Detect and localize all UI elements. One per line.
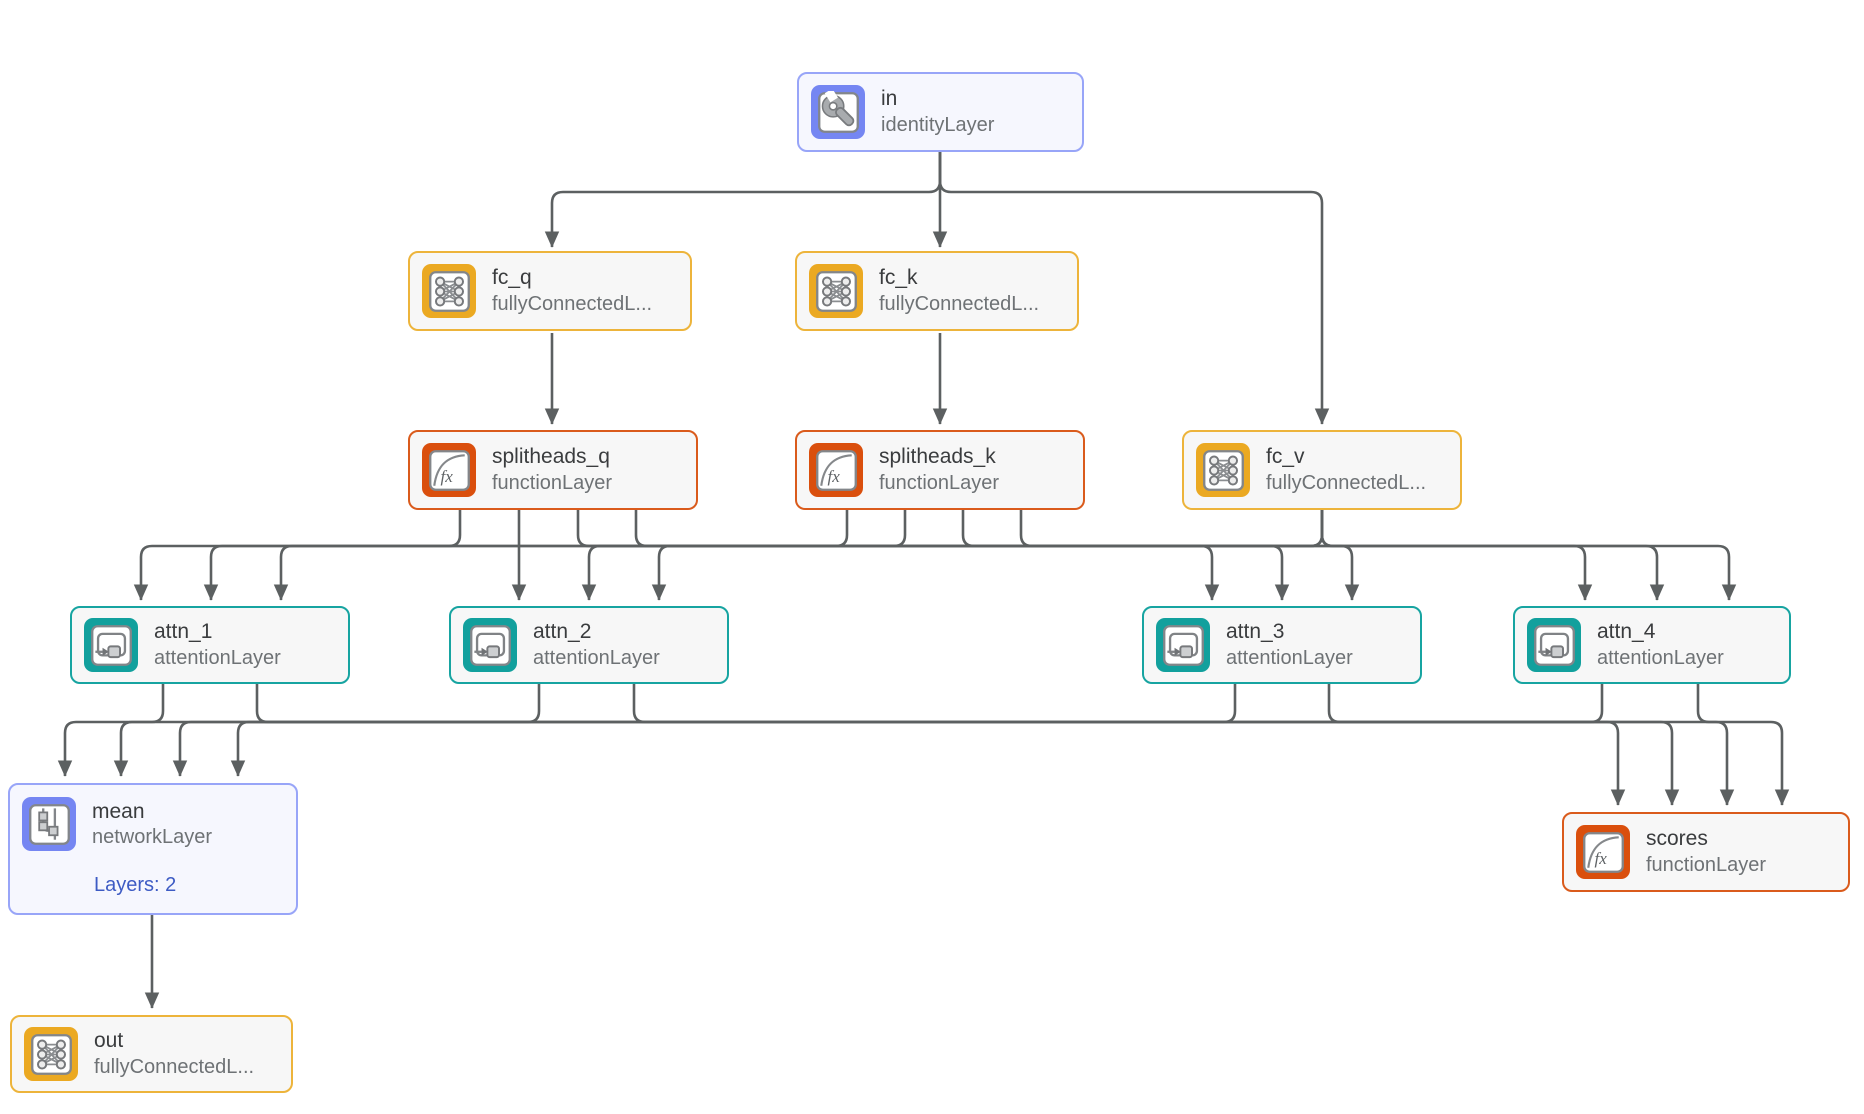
edge-splitheads_k-to-attn_1[interactable] [203, 510, 849, 601]
node-title: fc_v [1266, 445, 1305, 469]
node-title: splitheads_q [492, 445, 610, 469]
attention-icon [84, 618, 138, 672]
edge-attn_2-to-scores[interactable] [632, 684, 1680, 806]
node-title: in [881, 87, 898, 111]
attention-icon [1156, 618, 1210, 672]
fx-icon [1576, 825, 1630, 879]
node-title: fc_k [879, 266, 918, 290]
node-title: attn_3 [1226, 620, 1285, 644]
node-title: attn_1 [154, 620, 213, 644]
node-title: attn_2 [533, 620, 592, 644]
edge-splitheads_k-to-attn_3[interactable] [961, 510, 1290, 601]
node-subtitle: attentionLayer [1597, 646, 1724, 669]
edge-attn_4-to-scores[interactable] [1696, 684, 1790, 806]
edge-attn_3-to-mean[interactable] [172, 684, 1237, 777]
network-icon [22, 797, 76, 851]
attention-icon [1527, 618, 1581, 672]
fx-icon [809, 443, 863, 497]
layers-count-badge: Layers: 2 [94, 874, 177, 896]
node-mean[interactable]: mean networkLayer Layers: 2 [8, 783, 298, 915]
edge-attn_4-to-mean[interactable] [230, 684, 1604, 777]
edge-splitheads_q-to-attn_4[interactable] [634, 510, 1593, 601]
node-title: mean [92, 800, 145, 823]
edge-attn_3-to-scores[interactable] [1327, 684, 1735, 806]
edge-splitheads_q-to-attn_3[interactable] [576, 510, 1220, 601]
node-subtitle: attentionLayer [154, 646, 281, 669]
node-subtitle: fullyConnectedL... [879, 292, 1040, 315]
wrench-icon [811, 85, 865, 139]
edge-in-to-fc_q[interactable] [544, 152, 942, 248]
attention-icon [463, 618, 517, 672]
fx-icon [422, 443, 476, 497]
fully-connected-icon [422, 264, 476, 318]
node-title: fc_q [492, 266, 532, 290]
node-subtitle: fullyConnectedL... [1266, 471, 1427, 494]
edge-fc_v-to-attn_4[interactable] [1320, 510, 1737, 601]
fully-connected-icon [24, 1027, 78, 1081]
edge-attn_1-to-scores[interactable] [255, 684, 1626, 806]
node-subtitle: fullyConnectedL... [492, 292, 653, 315]
node-subtitle: attentionLayer [533, 646, 660, 669]
node-subtitle: identityLayer [881, 113, 995, 136]
node-subtitle: attentionLayer [1226, 646, 1353, 669]
node-title: scores [1646, 827, 1708, 851]
node-title: attn_4 [1597, 620, 1656, 644]
node-title: out [94, 1029, 124, 1053]
edge-attn_1-to-mean[interactable] [57, 684, 165, 777]
edge-fc_v-to-attn_1[interactable] [273, 510, 1324, 601]
edge-fc_v-to-attn_3[interactable] [1320, 510, 1360, 601]
edge-splitheads_k-to-attn_4[interactable] [1019, 510, 1665, 601]
edge-in-to-fc_v[interactable] [938, 152, 1330, 425]
edge-fc_v-to-attn_2[interactable] [651, 510, 1324, 601]
node-subtitle: functionLayer [492, 471, 613, 494]
fully-connected-icon [809, 264, 863, 318]
node-subtitle: functionLayer [1646, 853, 1767, 876]
node-subtitle: networkLayer [92, 826, 213, 849]
node-subtitle: fullyConnectedL... [94, 1055, 255, 1078]
node-subtitle: functionLayer [879, 471, 1000, 494]
fully-connected-icon [1196, 443, 1250, 497]
edge-attn_2-to-mean[interactable] [113, 684, 541, 777]
node-title: splitheads_k [879, 445, 996, 469]
edge-splitheads_q-to-attn_1[interactable] [133, 510, 462, 601]
